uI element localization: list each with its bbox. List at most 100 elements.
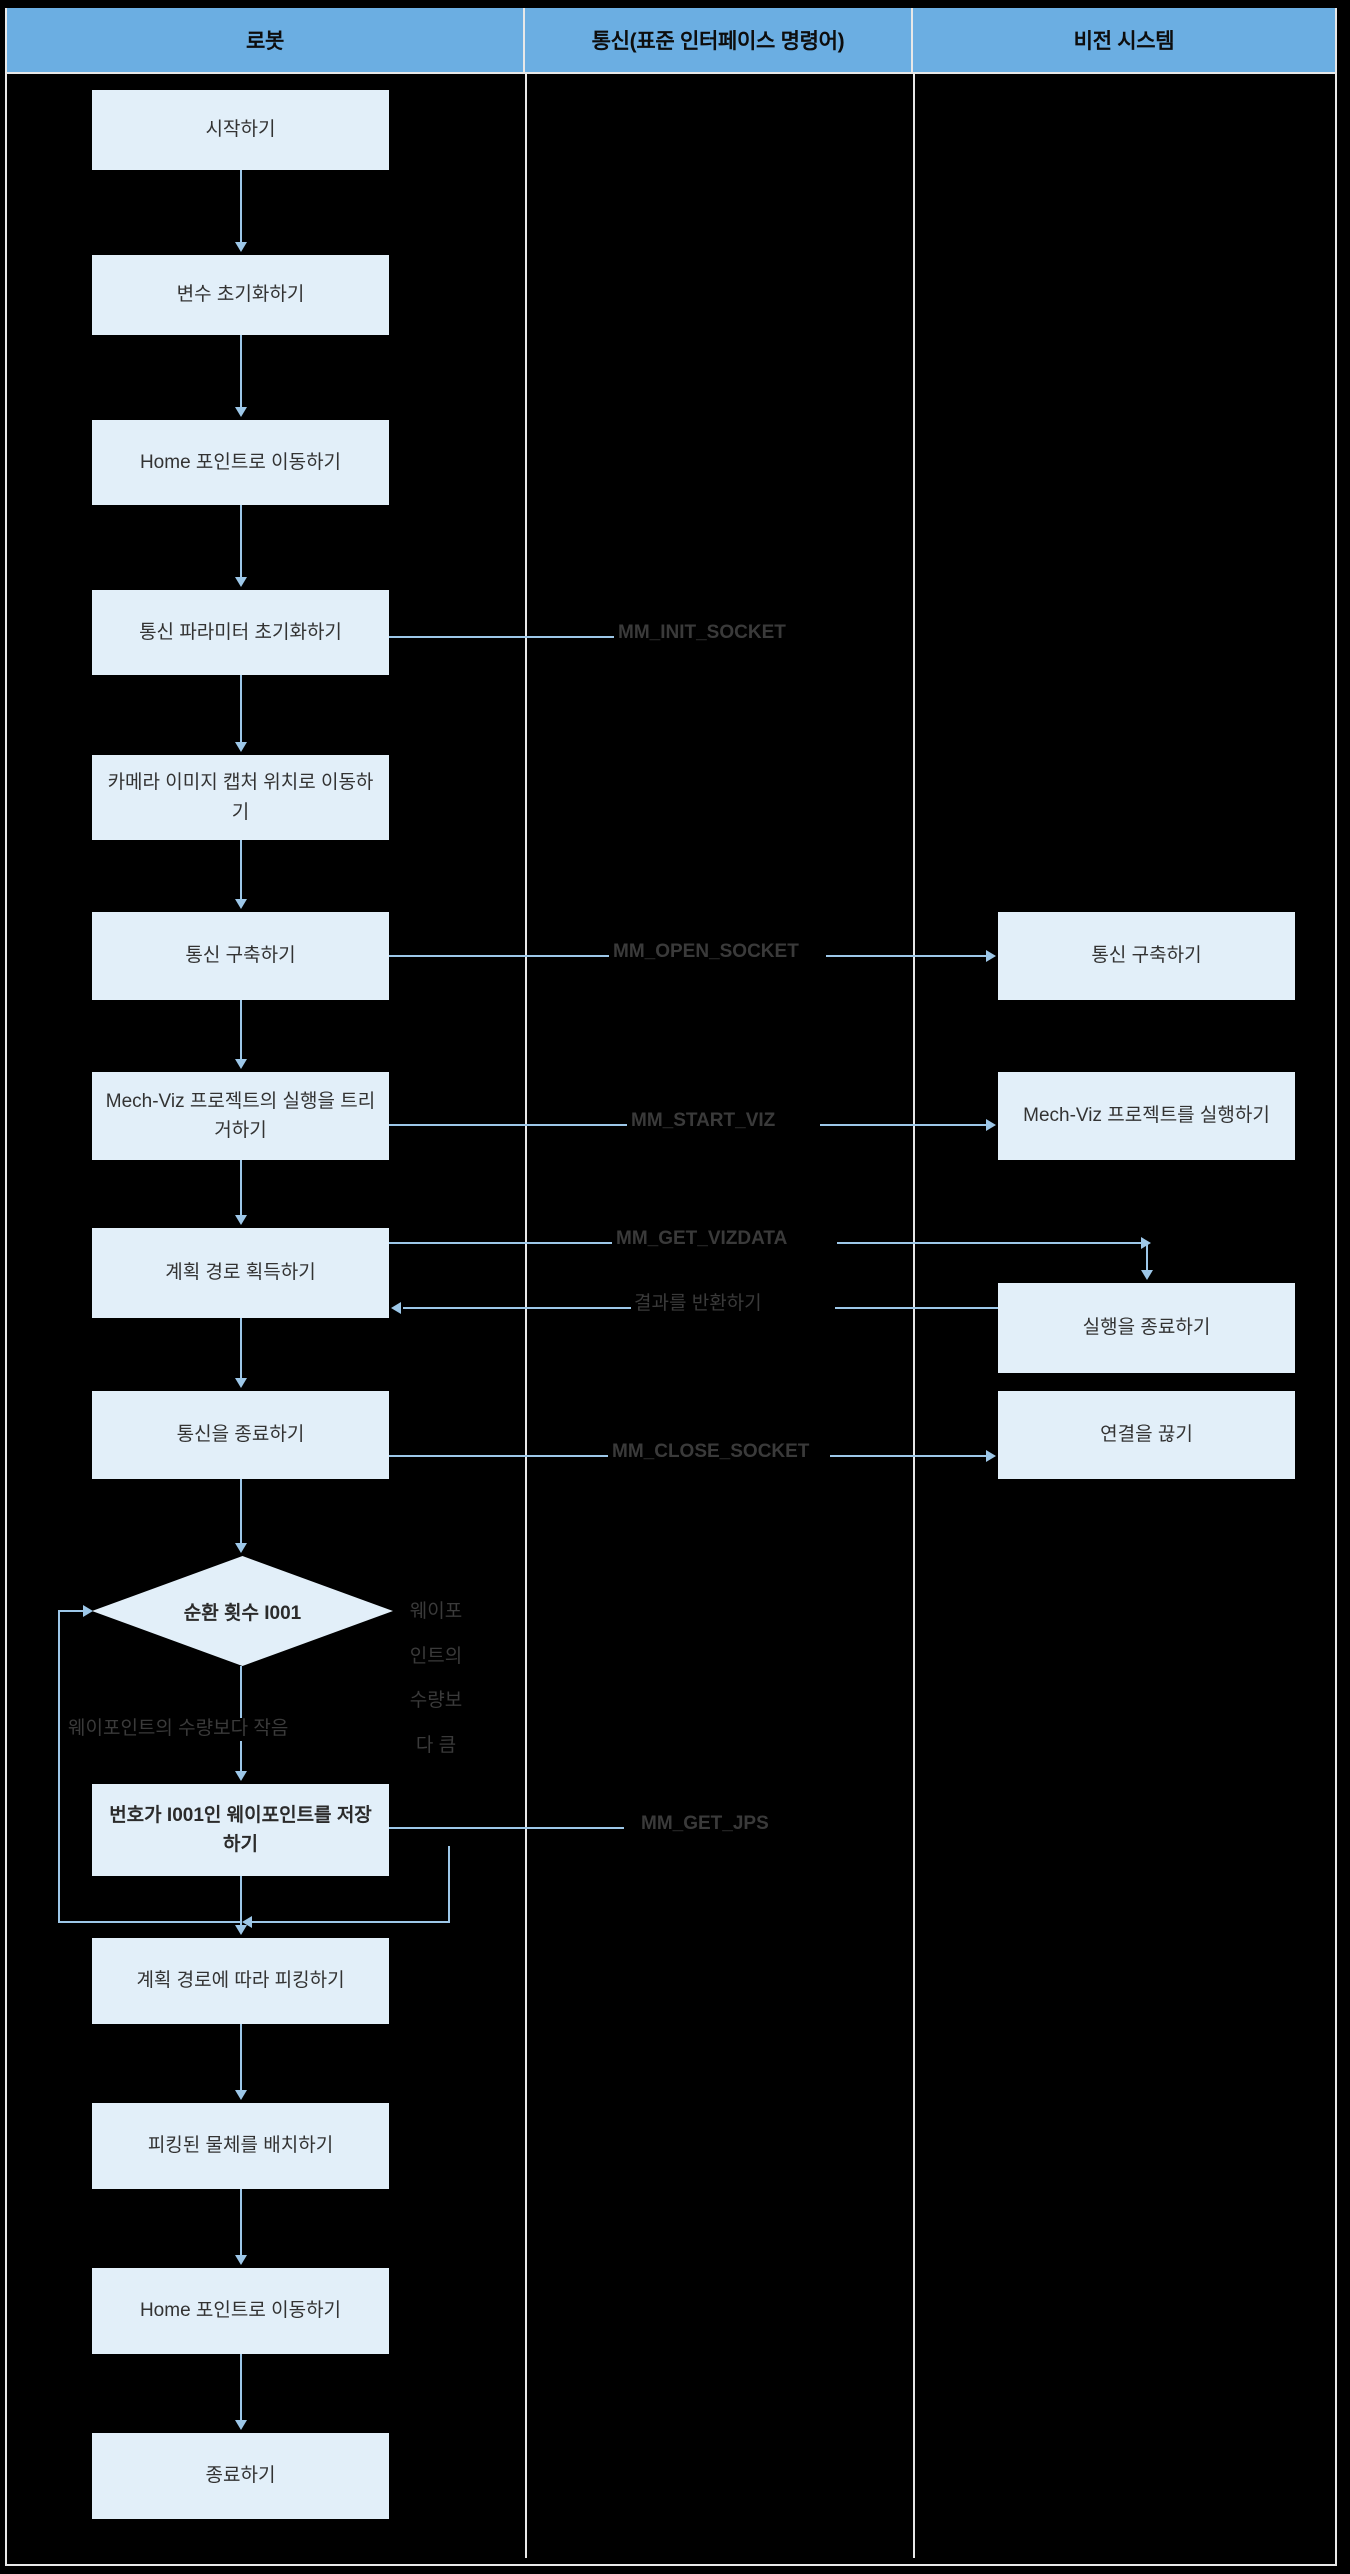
node-open-comm-label: 통신 구축하기 <box>185 945 296 967</box>
arrowhead-move-home-1 <box>235 407 247 417</box>
edge-close-socket-right <box>830 1455 987 1457</box>
node-vision-disconnect-label: 연결을 끊기 <box>1100 1424 1193 1446</box>
node-init-comm[interactable]: 통신 파라미터 초기화하기 <box>92 590 389 675</box>
arrowhead-close-comm <box>235 1378 247 1388</box>
edge-loopback-to-decision <box>58 1610 85 1612</box>
edge-pick-path-to-place <box>240 2024 242 2090</box>
lane-header-comm: 통신(표준 인터페이스 명령어) <box>525 8 913 72</box>
edge-trigger-viz-to-get-path <box>240 1160 242 1215</box>
lane-divider-2 <box>913 72 915 2558</box>
edge-start-viz-left <box>389 1124 629 1126</box>
label-cmd-get-jps: MM_GET_JPS <box>637 1813 773 1836</box>
node-save-waypoint[interactable]: 번호가 I001인 웨이포인트를 저장하기 <box>92 1784 389 1876</box>
node-loop-count-decision[interactable]: 순환 횟수 I001 <box>92 1556 393 1666</box>
edge-open-socket-left <box>389 955 619 957</box>
node-vision-end-run[interactable]: 실행을 종료하기 <box>998 1283 1295 1373</box>
edge-get-vizdata-left <box>389 1242 619 1244</box>
edge-false-branch-left <box>252 1921 450 1923</box>
arrowhead-open-comm <box>235 899 247 909</box>
edge-init-comm-to-move-capture <box>240 675 242 742</box>
node-loop-count-label: 순환 횟수 I001 <box>183 1602 302 1624</box>
label-cmd-init-socket: MM_INIT_SOCKET <box>614 622 790 645</box>
node-move-home-2-label: Home 포인트로 이동하기 <box>139 2300 342 2322</box>
lane-header-comm-label: 통신(표준 인터페이스 명령어) <box>591 30 845 53</box>
node-start-label: 시작하기 <box>205 119 276 141</box>
edge-vision-run-to-end-run <box>1146 1242 1148 1270</box>
arrowhead-pick-path <box>235 1925 247 1935</box>
node-place-object[interactable]: 피킹된 물체를 배치하기 <box>92 2103 389 2189</box>
node-end[interactable]: 종료하기 <box>92 2433 389 2519</box>
arrowhead-decision <box>235 1543 247 1553</box>
arrowhead-place-object <box>235 2090 247 2100</box>
node-move-home-1[interactable]: Home 포인트로 이동하기 <box>92 420 389 505</box>
edge-start-viz-right <box>820 1124 987 1126</box>
edge-loopback-up <box>58 1611 60 1923</box>
edge-get-vizdata-right <box>837 1242 1149 1244</box>
node-end-label: 종료하기 <box>205 2465 276 2487</box>
lane-header-rule <box>5 72 1337 74</box>
edge-false-branch-down <box>448 1846 450 1923</box>
lane-header-robot-label: 로봇 <box>245 30 285 53</box>
edge-return-result-right <box>835 1307 998 1309</box>
edge-start-to-init-vars <box>240 170 242 242</box>
arrowhead-init-vars <box>235 242 247 252</box>
label-cmd-start-viz: MM_START_VIZ <box>627 1110 780 1133</box>
node-move-capture[interactable]: 카메라 이미지 캡처 위치로 이동하기 <box>92 755 389 840</box>
arrowhead-trigger-viz <box>235 1059 247 1069</box>
node-vision-open-comm[interactable]: 통신 구축하기 <box>998 912 1295 1000</box>
node-vision-run-viz-label: Mech-Viz 프로젝트를 실행하기 <box>1023 1105 1270 1127</box>
edge-init-socket <box>389 636 619 638</box>
node-start[interactable]: 시작하기 <box>92 90 389 170</box>
node-close-comm-label: 통신을 종료하기 <box>176 1424 305 1446</box>
label-cmd-open-socket: MM_OPEN_SOCKET <box>609 941 803 964</box>
arrowhead-move-capture <box>235 742 247 752</box>
label-cmd-return-result: 결과를 반환하기 <box>630 1293 766 1316</box>
arrowhead-end <box>235 2420 247 2430</box>
edge-close-comm-to-decision <box>240 1479 242 1543</box>
edge-get-jps <box>389 1827 624 1829</box>
label-branch-true: 웨이포인트의 수량보다 작음 <box>64 1718 293 1741</box>
label-branch-false: 웨이포인트의 수량보다 큼 <box>409 1601 463 1756</box>
edge-open-comm-to-trigger-viz <box>240 1000 242 1059</box>
node-init-vars-label: 변수 초기화하기 <box>176 284 305 306</box>
lane-divider-1 <box>525 72 527 2558</box>
edge-return-result-left <box>403 1307 631 1309</box>
node-vision-disconnect[interactable]: 연결을 끊기 <box>998 1391 1295 1479</box>
node-pick-path-label: 계획 경로에 따라 피킹하기 <box>136 1970 345 1992</box>
label-cmd-get-vizdata: MM_GET_VIZDATA <box>612 1228 792 1251</box>
arrowhead-vision-run-viz <box>986 1119 996 1131</box>
edge-move-home-1-to-init-comm <box>240 505 242 577</box>
edge-close-socket-left <box>389 1455 619 1457</box>
lane-header-vision-label: 비전 시스템 <box>1073 30 1175 53</box>
edge-init-vars-to-move-home-1 <box>240 335 242 407</box>
edge-open-socket-right <box>826 955 987 957</box>
node-pick-path[interactable]: 계획 경로에 따라 피킹하기 <box>92 1938 389 2024</box>
node-move-home-2[interactable]: Home 포인트로 이동하기 <box>92 2268 389 2354</box>
edge-move-home-2-to-end <box>240 2354 242 2420</box>
node-trigger-viz-label: Mech-Viz 프로젝트의 실행을 트리거하기 <box>105 1090 376 1141</box>
arrowhead-init-comm <box>235 577 247 587</box>
node-vision-run-viz[interactable]: Mech-Viz 프로젝트를 실행하기 <box>998 1072 1295 1160</box>
lane-header-robot: 로봇 <box>7 8 525 72</box>
label-cmd-close-socket: MM_CLOSE_SOCKET <box>608 1441 814 1464</box>
edge-move-capture-to-open-comm <box>240 840 242 899</box>
arrowhead-get-path <box>235 1215 247 1225</box>
arrowhead-loopback-decision <box>83 1605 93 1617</box>
node-place-object-label: 피킹된 물체를 배치하기 <box>147 2135 334 2157</box>
lane-header-vision: 비전 시스템 <box>913 8 1335 72</box>
node-get-path[interactable]: 계획 경로 획득하기 <box>92 1228 389 1318</box>
node-init-comm-label: 통신 파라미터 초기화하기 <box>139 621 342 643</box>
node-init-vars[interactable]: 변수 초기화하기 <box>92 255 389 335</box>
node-vision-open-comm-label: 통신 구축하기 <box>1091 945 1202 967</box>
arrowhead-vision-end-run <box>1141 1270 1153 1280</box>
node-trigger-viz[interactable]: Mech-Viz 프로젝트의 실행을 트리거하기 <box>92 1072 389 1160</box>
node-open-comm[interactable]: 통신 구축하기 <box>92 912 389 1000</box>
arrowhead-vision-open-comm <box>986 950 996 962</box>
node-close-comm[interactable]: 통신을 종료하기 <box>92 1391 389 1479</box>
arrowhead-vision-disconnect <box>986 1450 996 1462</box>
node-save-waypoint-label: 번호가 I001인 웨이포인트를 저장하기 <box>109 1804 372 1855</box>
arrowhead-return-result <box>391 1302 401 1314</box>
node-move-capture-label: 카메라 이미지 캡처 위치로 이동하기 <box>107 772 374 823</box>
edge-loopback-down <box>240 1876 242 1923</box>
